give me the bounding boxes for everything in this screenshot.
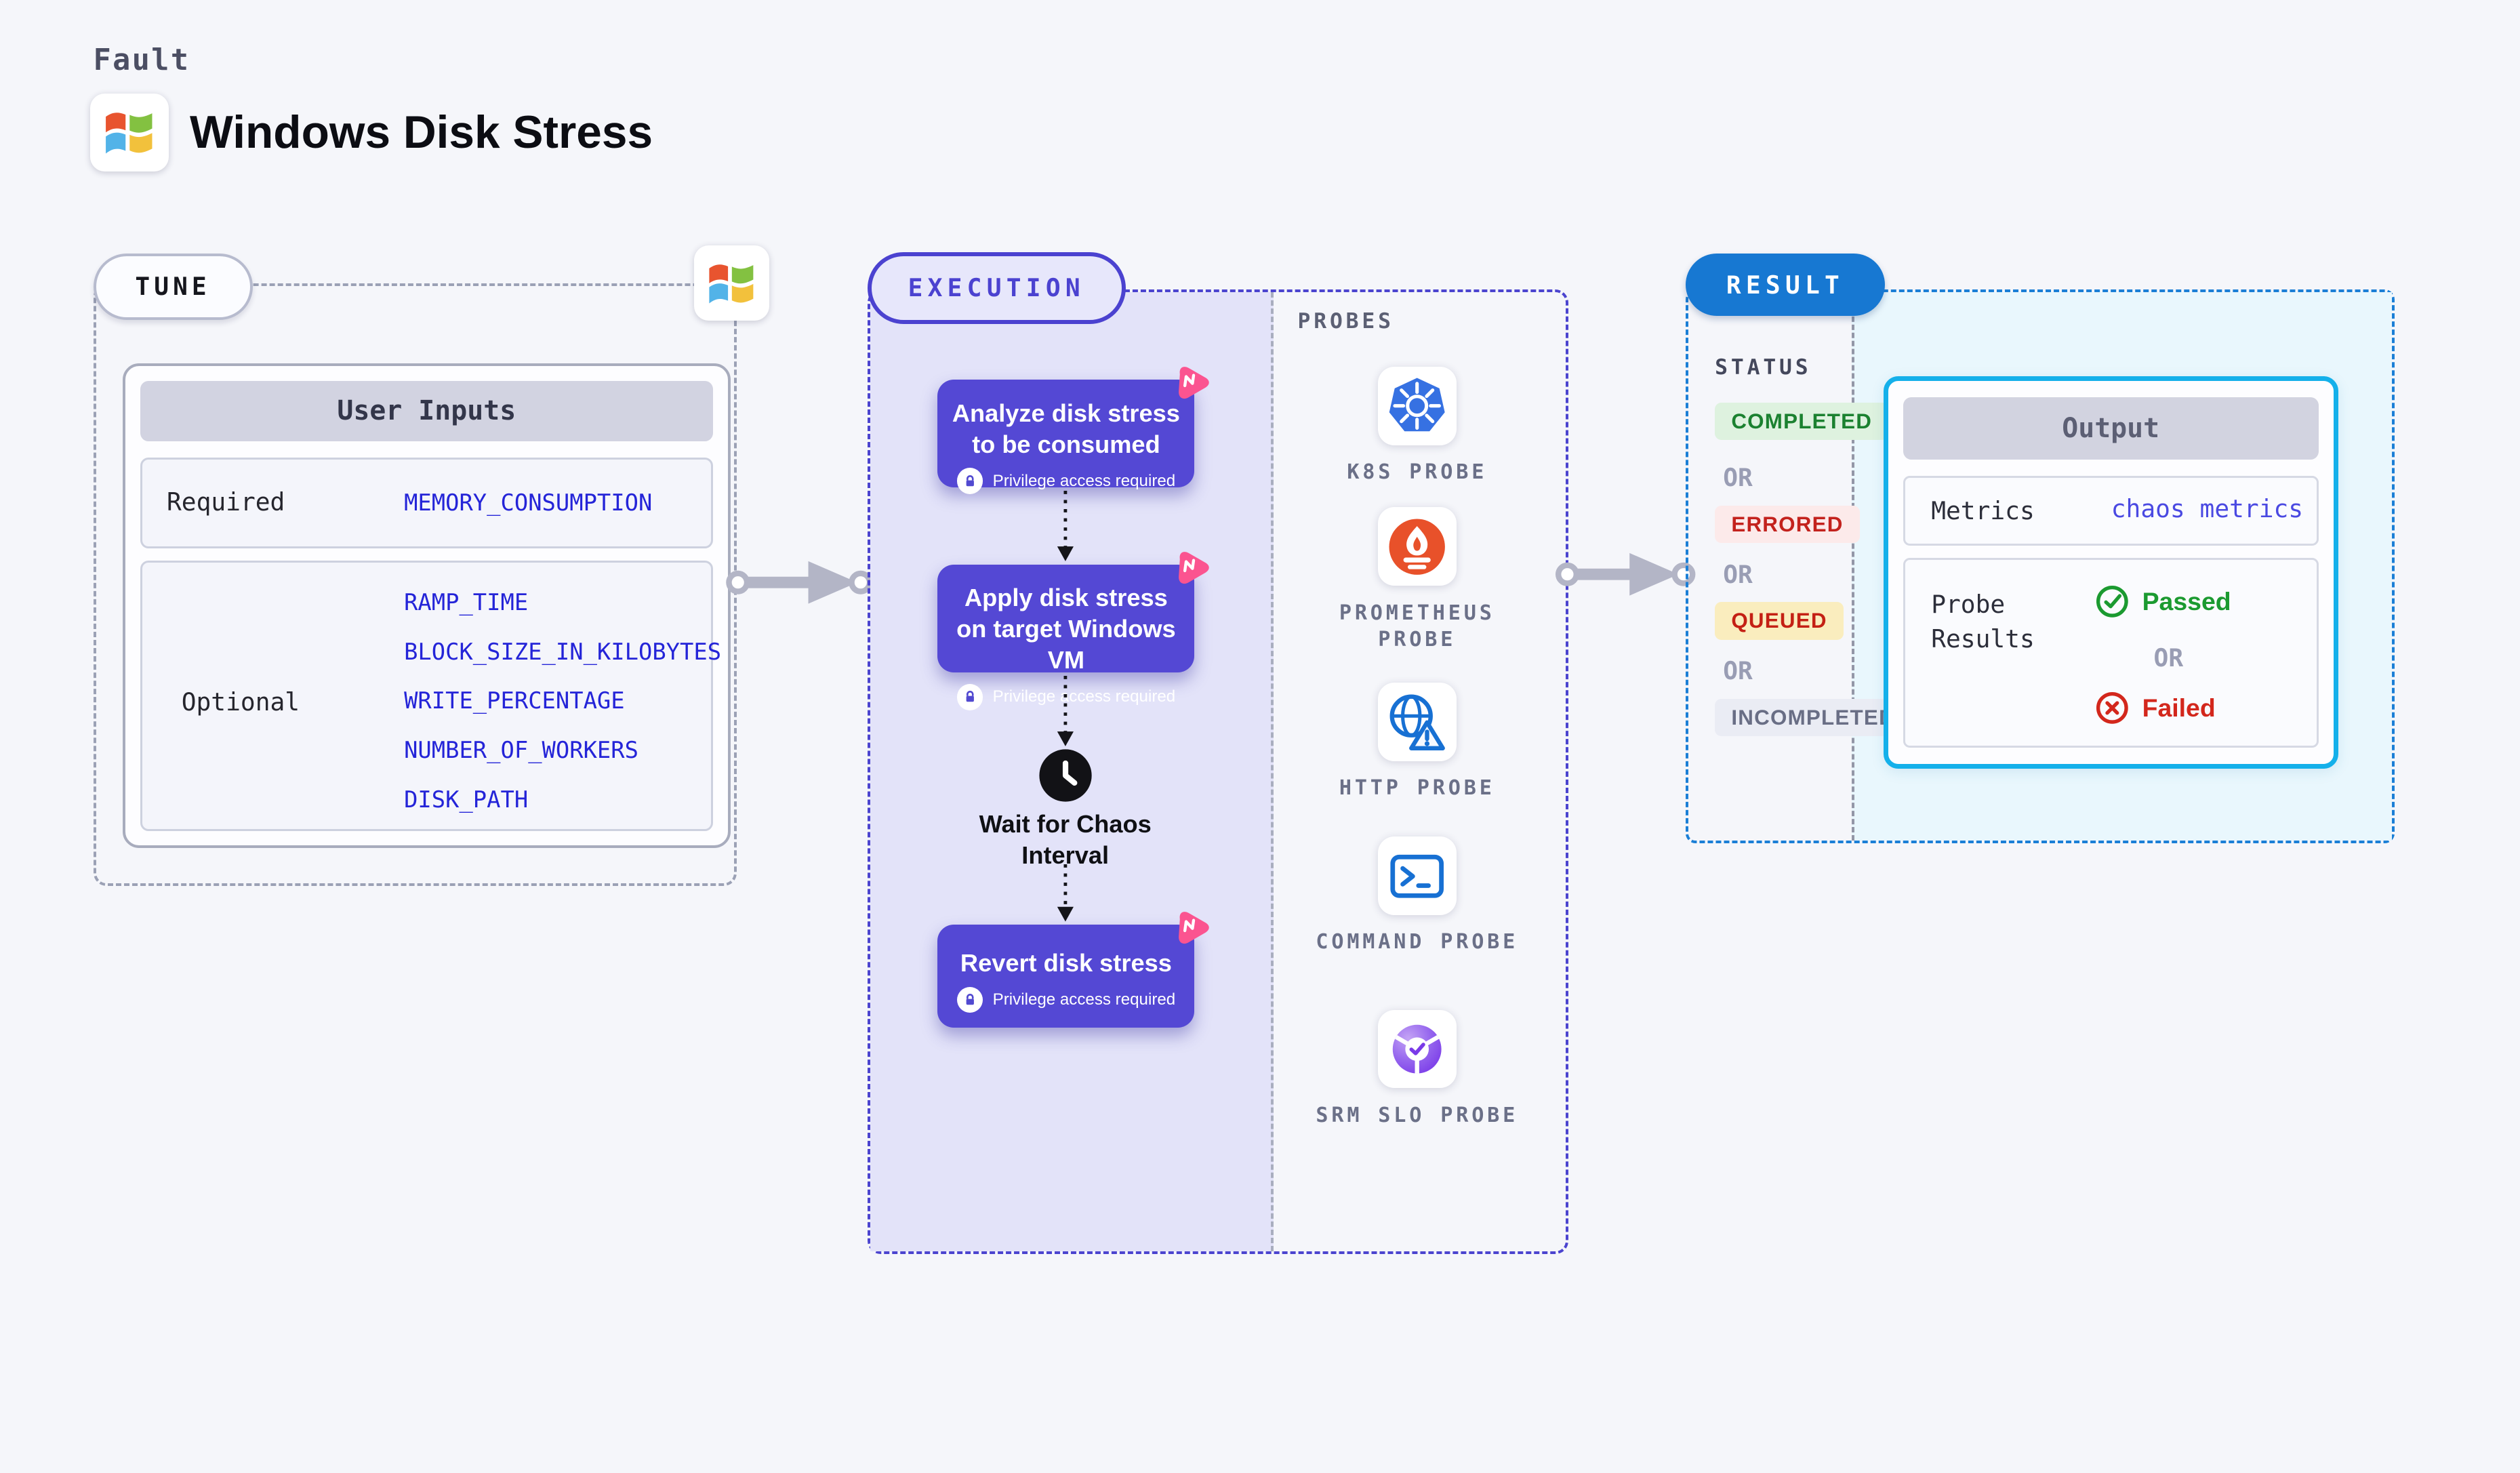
execution-badge: EXECUTION: [867, 251, 1126, 324]
srm-slo-icon: [1377, 1009, 1457, 1089]
status-badge-errored: ERRORED: [1715, 506, 1860, 544]
flow-arrow-icon: [1057, 864, 1074, 922]
param-block-size[interactable]: BLOCK_SIZE_IN_KILOBYTES: [404, 638, 722, 665]
user-inputs-header: User Inputs: [140, 380, 713, 442]
step-apply-disk-stress[interactable]: Apply disk stress on target Windows VM P…: [937, 551, 1209, 710]
clock-icon: [1039, 749, 1092, 802]
param-memory-consumption[interactable]: MEMORY_CONSUMPTION: [404, 489, 653, 516]
lock-icon: [956, 684, 983, 710]
tune-to-execution-arrow-icon: [726, 561, 873, 604]
probes-title: PROBES: [1297, 309, 1394, 334]
output-header: Output: [1903, 397, 2319, 460]
privilege-note: Privilege access required: [937, 684, 1194, 710]
privilege-note-text: Privilege access required: [992, 990, 1176, 1009]
privilege-note-text: Privilege access required: [992, 687, 1176, 706]
step-label: Revert disk stress: [960, 948, 1172, 977]
passed-row: Passed: [2095, 584, 2231, 619]
lock-icon: [956, 986, 983, 1013]
step-revert-disk-stress[interactable]: Revert disk stress Privilege access requ…: [937, 912, 1209, 1028]
probe-label: SRM SLO PROBE: [1316, 1104, 1519, 1128]
user-inputs-table: User Inputs Required MEMORY_CONSUMPTION …: [123, 363, 731, 849]
metrics-label: Metrics: [1931, 496, 2035, 526]
probe-http: HTTP PROBE: [1303, 682, 1532, 802]
globe-warning-icon: [1377, 682, 1457, 761]
wait-for-chaos-interval-label: Wait for Chaos Interval: [979, 809, 1152, 869]
optional-label: Optional: [181, 687, 300, 717]
or-separator: OR: [1723, 559, 1753, 589]
param-disk-path[interactable]: DISK_PATH: [404, 786, 529, 813]
step-analyze-disk-stress[interactable]: Analyze disk stress to be consumed Privi…: [937, 367, 1209, 495]
chaos-metrics-link[interactable]: chaos metrics: [2111, 494, 2304, 524]
or-separator: OR: [1723, 656, 1753, 686]
status-badge-completed: COMPLETED: [1715, 402, 1889, 441]
probe-prometheus: PROMETHEUS PROBE: [1303, 507, 1532, 653]
probe-results-row: Probe Results Passed OR Failed: [1903, 558, 2319, 748]
chaos-badge-icon: [1178, 551, 1209, 584]
result-badge: RESULT: [1685, 254, 1886, 316]
param-write-percentage[interactable]: WRITE_PERCENTAGE: [404, 687, 625, 714]
probe-label: HTTP PROBE: [1339, 776, 1495, 801]
page-title: Windows Disk Stress: [190, 106, 653, 158]
probe-results-label: Probe Results: [1931, 590, 2035, 653]
probe-label: K8S PROBE: [1347, 460, 1488, 485]
output-card: Output Metrics chaos metrics Probe Resul…: [1883, 376, 2338, 769]
failed-label: Failed: [2142, 693, 2216, 722]
probe-label: PROMETHEUS PROBE: [1339, 601, 1495, 651]
check-circle-icon: [2096, 586, 2128, 618]
terminal-icon: [1377, 836, 1457, 915]
privilege-note: Privilege access required: [937, 468, 1194, 495]
windows-logo-small-icon: [693, 245, 769, 321]
privilege-note: Privilege access required: [937, 986, 1194, 1013]
probe-srm-slo: SRM SLO PROBE: [1303, 1009, 1532, 1129]
failed-row: Failed: [2095, 691, 2216, 725]
passed-label: Passed: [2142, 587, 2231, 616]
tune-badge: TUNE: [93, 254, 253, 320]
prometheus-icon: [1377, 507, 1457, 586]
execution-to-result-arrow-icon: [1556, 553, 1696, 596]
chaos-badge-icon: [1178, 912, 1209, 944]
fault-header: Windows Disk Stress: [89, 93, 653, 172]
probe-command: COMMAND PROBE: [1303, 836, 1532, 956]
step-label: Analyze disk stress to be consumed: [952, 399, 1180, 458]
or-separator: OR: [2153, 643, 2184, 673]
x-circle-icon: [2096, 692, 2128, 724]
probe-k8s: K8S PROBE: [1303, 366, 1532, 486]
step-label: Apply disk stress on target Windows VM: [956, 584, 1176, 674]
optional-params: RAMP_TIME BLOCK_SIZE_IN_KILOBYTES WRITE_…: [404, 589, 721, 813]
status-title: STATUS: [1715, 355, 1812, 380]
fault-kicker: Fault: [93, 43, 190, 77]
privilege-note-text: Privilege access required: [992, 471, 1176, 490]
kubernetes-icon: [1377, 366, 1457, 445]
metrics-row: Metrics chaos metrics: [1903, 476, 2319, 546]
param-number-of-workers[interactable]: NUMBER_OF_WORKERS: [404, 737, 638, 764]
param-ramp-time[interactable]: RAMP_TIME: [404, 588, 529, 616]
lock-icon: [956, 468, 983, 495]
probe-label: COMMAND PROBE: [1316, 930, 1519, 954]
chaos-badge-icon: [1178, 367, 1209, 399]
status-badge-queued: QUEUED: [1715, 602, 1844, 640]
status-badge-incompleted: INCOMPLETED: [1715, 698, 1912, 737]
flow-arrow-icon: [1057, 491, 1074, 562]
flow-arrow-icon: [1057, 676, 1074, 746]
windows-logo-icon: [89, 93, 169, 172]
or-separator: OR: [1723, 463, 1753, 493]
required-row: Required MEMORY_CONSUMPTION: [140, 458, 713, 549]
required-label: Required: [166, 487, 285, 517]
optional-row: Optional RAMP_TIME BLOCK_SIZE_IN_KILOBYT…: [140, 561, 721, 831]
